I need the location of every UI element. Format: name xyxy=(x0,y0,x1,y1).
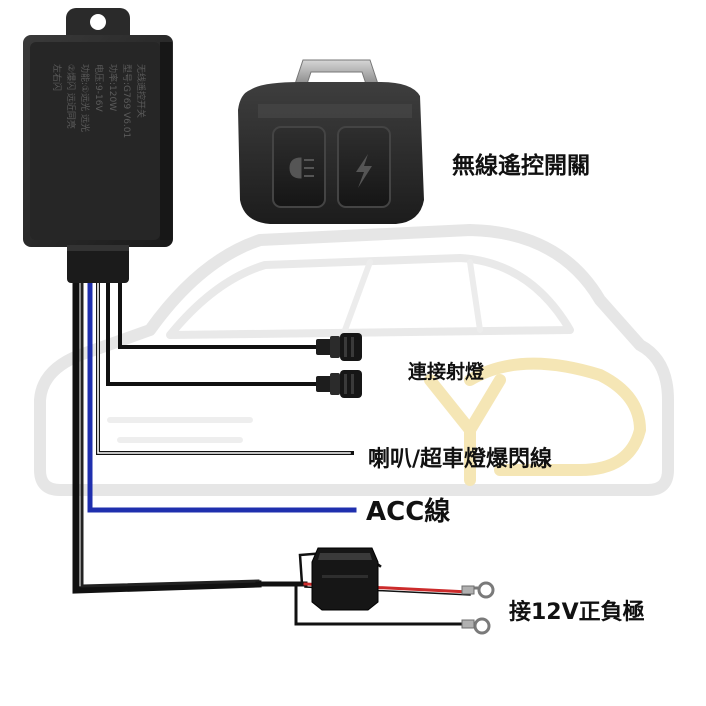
controller-print-line-2: 型号:G769 V6.01 xyxy=(121,64,132,138)
controller-cable-gland-ring xyxy=(67,245,129,251)
remote-button-flash xyxy=(337,126,391,208)
controller-housing-edge xyxy=(160,42,172,240)
remote-button-fog xyxy=(272,126,326,208)
remote-switch-label: 無線遙控開關 xyxy=(452,153,590,179)
fog-light-icon xyxy=(289,157,314,179)
connect-spotlight-label: 連接射燈 xyxy=(408,361,485,383)
wire-main-positive xyxy=(80,278,260,588)
lightning-icon xyxy=(356,154,372,188)
horn-flash-wire-label: 喇叭/超車燈爆閃線 xyxy=(368,447,553,472)
wire-acc xyxy=(87,277,357,513)
fuse-body xyxy=(311,547,379,611)
fuse-cap-highlight xyxy=(318,553,372,560)
wire-negative-branch xyxy=(294,582,472,626)
car-pillar-line xyxy=(342,259,483,333)
remote-bracket xyxy=(294,59,379,85)
controller-print-line-1: 无线遥控开关 xyxy=(135,64,147,118)
controller-print-line-3: 功率:120W xyxy=(107,64,119,111)
ring-terminals xyxy=(461,581,495,635)
wire-spotlight-2 xyxy=(106,278,320,386)
battery-12v-label: 接12V正負極 xyxy=(509,600,645,625)
car-body-outline xyxy=(34,224,674,496)
controller-print: 无线遥控开关 型号:G769 V6.01 功率:120W 电压:9-16V 功能… xyxy=(51,64,147,138)
controller-housing-face xyxy=(30,42,160,240)
wire-horn-flash xyxy=(96,278,354,455)
fuse-ridge xyxy=(322,575,368,578)
ring-terminal-positive-crimp xyxy=(461,585,475,595)
fuse-holder xyxy=(311,547,379,611)
controller-module: 无线遥控开关 型号:G769 V6.01 功率:120W 电压:9-16V 功能… xyxy=(23,8,173,283)
wires xyxy=(72,276,472,626)
wire-main-negative xyxy=(72,276,262,594)
controller-print-line-4: 电压:9-16V xyxy=(93,64,105,112)
controller-print-line-7: 左右闪 xyxy=(51,64,63,91)
ring-terminal-negative-eye xyxy=(473,617,491,635)
controller-print-line-6: ②爆闪 远近同亮 xyxy=(65,64,77,129)
car-watermark xyxy=(34,224,674,496)
acc-wire-label: ACC線 xyxy=(366,497,451,527)
wireless-remote xyxy=(238,59,424,224)
remote-bezel xyxy=(258,104,412,118)
watermark-yellow-mark-2 xyxy=(424,374,506,486)
spotlight-connector-1 xyxy=(316,333,362,361)
controller-print-line-5: 功能:①远光 远光 xyxy=(79,64,91,132)
car-grille-line xyxy=(107,417,253,443)
ring-terminal-negative-crimp xyxy=(461,619,475,629)
controller-mount-hole xyxy=(90,14,106,30)
wire-horn-flash-core xyxy=(97,281,351,454)
controller-cable-gland xyxy=(67,245,129,283)
wire-spotlight-1 xyxy=(118,278,320,349)
watermark-yellow-mark xyxy=(464,357,646,476)
spotlight-connector-2 xyxy=(316,370,362,398)
ring-terminal-positive-eye xyxy=(477,581,495,599)
car-window-outline xyxy=(166,254,574,339)
remote-body xyxy=(238,82,424,224)
